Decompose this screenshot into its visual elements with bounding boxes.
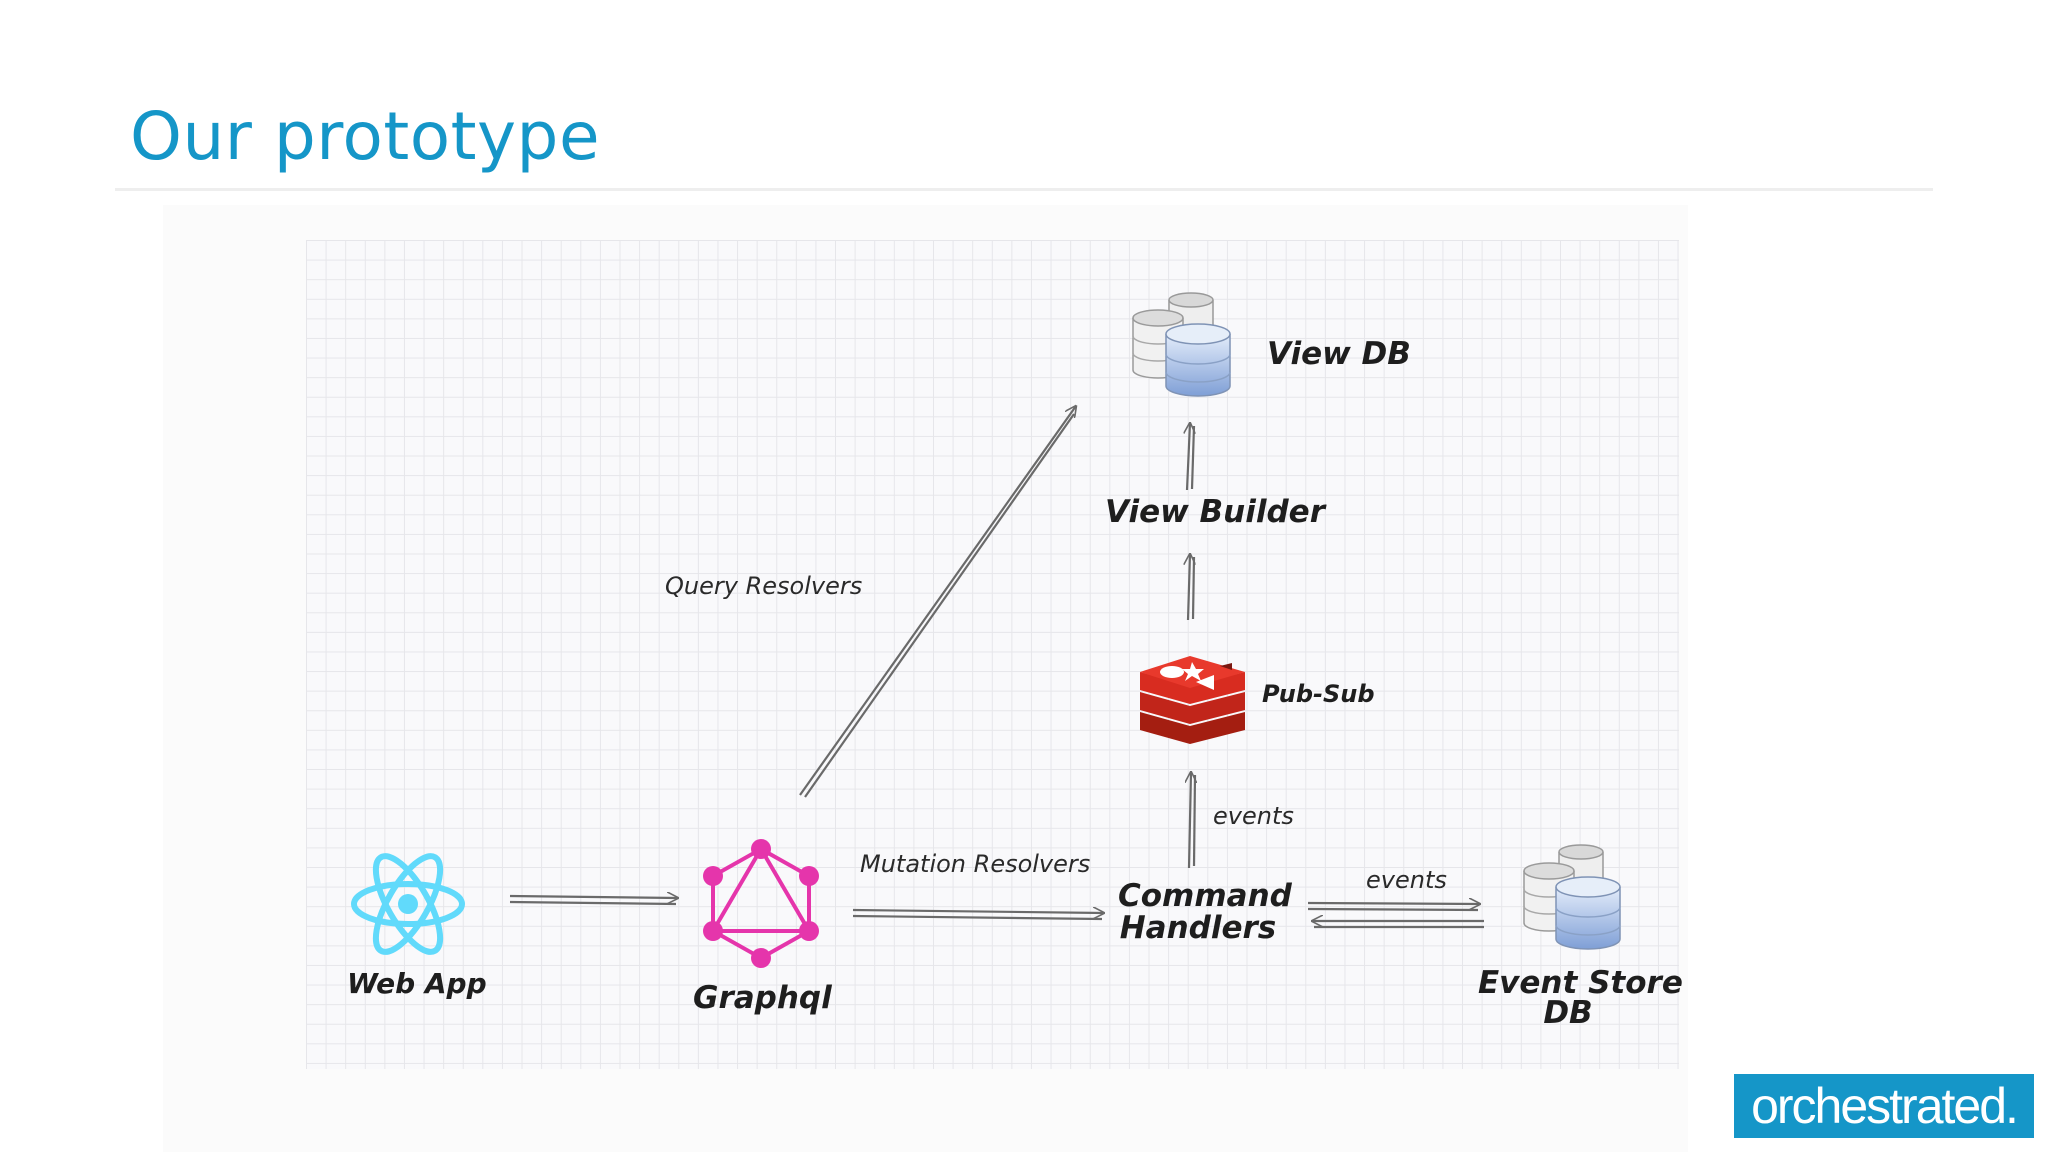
database-stack-icon — [1523, 844, 1621, 950]
database-stack-icon — [1132, 292, 1231, 397]
arrow-viewbuilder-to-viewdb — [1187, 423, 1194, 491]
label-events-right: events — [1366, 866, 1447, 894]
arrow-pubsub-to-viewbuilder — [1188, 554, 1194, 621]
label-pub-sub: Pub-Sub — [1262, 680, 1375, 708]
arrow-mutation-resolvers — [852, 910, 1104, 921]
label-web-app: Web App — [347, 967, 487, 1000]
label-event-store-line1: Event Store — [1478, 965, 1683, 1001]
react-atom-icon — [351, 853, 465, 955]
arrow-webapp-to-graphql — [509, 896, 678, 906]
diagram-grid — [306, 240, 1679, 1069]
page-title: Our prototype — [130, 98, 601, 175]
label-event-store-db: Event Store DB — [1478, 965, 1683, 1031]
label-query-resolvers: Query Resolvers — [665, 572, 863, 600]
arrow-commands-to-eventstore — [1307, 903, 1480, 912]
graphql-logo-icon — [703, 839, 819, 968]
label-command-handlers: Command Handlers — [1118, 878, 1292, 946]
label-graphql: Graphql — [693, 980, 832, 1016]
label-view-db: View DB — [1267, 336, 1411, 372]
label-events-up: events — [1213, 802, 1294, 830]
arrow-eventstore-to-commands — [1312, 921, 1484, 929]
redis-logo-icon — [1140, 656, 1245, 744]
label-mutation-resolvers: Mutation Resolvers — [860, 850, 1091, 878]
label-view-builder: View Builder — [1105, 494, 1325, 530]
label-command-handlers-line2: Handlers — [1119, 910, 1277, 946]
title-divider — [115, 188, 1933, 191]
orchestrated-logo: orchestrated. — [1734, 1074, 2034, 1138]
label-event-store-line2: DB — [1543, 995, 1593, 1031]
arrow-query-resolvers — [799, 406, 1076, 798]
arrow-commands-to-pubsub — [1189, 772, 1195, 869]
label-command-handlers-line1: Command — [1118, 878, 1292, 914]
